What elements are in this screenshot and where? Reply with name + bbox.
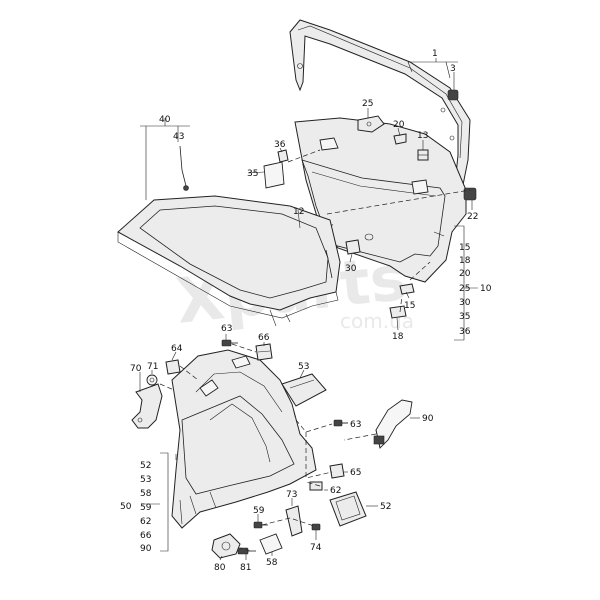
callout-63-top: 63 (221, 324, 232, 334)
callout-13: 13 (417, 131, 428, 141)
callout-65: 65 (350, 468, 361, 478)
strap-90 (373, 399, 413, 449)
callout-90: 90 (422, 414, 434, 424)
group-50-item: 58 (140, 489, 152, 499)
frame-52 (329, 491, 367, 527)
screw-74 (311, 523, 321, 531)
group-50-item: 53 (140, 475, 151, 485)
clip-22 (463, 187, 477, 201)
cap-36 (277, 149, 289, 163)
callout-15: 15 (404, 301, 415, 311)
callout-81: 81 (240, 563, 251, 573)
clip-64 (165, 359, 181, 375)
bolt-81 (237, 547, 256, 555)
group-50-item: 66 (140, 531, 152, 541)
nut-71 (146, 374, 158, 386)
callout-20: 20 (393, 120, 405, 130)
callout-62: 62 (330, 486, 341, 496)
side-trim-panel (171, 349, 317, 529)
group-10-item: 36 (459, 327, 471, 337)
cover-35 (263, 161, 285, 189)
group-50-item: 52 (140, 461, 151, 471)
callout-40: 40 (159, 115, 171, 125)
screw-59 (253, 521, 268, 529)
screw-63-top (221, 339, 238, 347)
callout-36: 36 (274, 140, 286, 150)
callout-63-right: 63 (350, 420, 361, 430)
callout-71: 71 (147, 362, 158, 372)
callout-59: 59 (253, 506, 265, 516)
callout-80: 80 (214, 563, 226, 573)
callout-35: 35 (247, 169, 258, 179)
group-50-ref: 50 (120, 502, 132, 512)
group-50-list: 52 53 58 59 62 66 90 50 (120, 461, 152, 554)
callout-70: 70 (130, 364, 142, 374)
bracket-70 (131, 383, 163, 429)
cap-30 (345, 239, 361, 255)
group-10-item: 15 (459, 243, 470, 253)
group-10-list: 15 18 20 25 30 35 36 10 (459, 243, 492, 337)
callout-25: 25 (362, 99, 373, 109)
bracket-73 (285, 505, 303, 537)
callout-12: 12 (293, 207, 304, 217)
callout-64: 64 (171, 344, 183, 354)
callout-30: 30 (345, 264, 357, 274)
group-10-item: 30 (459, 298, 471, 308)
group-50-item: 90 (140, 544, 152, 554)
clip-3 (447, 89, 459, 101)
hook-80 (211, 533, 241, 559)
callout-18: 18 (392, 332, 404, 342)
parcel-shelf (117, 195, 341, 327)
leader-lines (139, 58, 478, 561)
group-10-item: 18 (459, 256, 471, 266)
clip-18 (389, 305, 407, 319)
cover-53 (281, 373, 327, 407)
callout-3: 3 (450, 64, 456, 74)
callout-52: 52 (380, 502, 391, 512)
bracket-25 (357, 115, 385, 133)
callout-labels: 1 3 25 20 13 36 35 12 22 30 15 18 40 43 … (130, 49, 478, 573)
callout-22: 22 (467, 212, 478, 222)
clip-65 (329, 463, 345, 479)
clip-20 (393, 133, 407, 145)
group-50-item: 62 (140, 517, 151, 527)
group-10-ref: 10 (480, 284, 492, 294)
group-10-item: 20 (459, 269, 471, 279)
clip-66 (255, 343, 273, 361)
callout-1: 1 (432, 49, 438, 59)
callout-74: 74 (310, 543, 322, 553)
clip-15 (399, 283, 415, 295)
cord-43 (179, 145, 333, 279)
callout-66: 66 (258, 333, 270, 343)
callout-43: 43 (173, 132, 184, 142)
group-10-item: 35 (459, 312, 470, 322)
group-10-item: 25 (459, 284, 470, 294)
callout-53: 53 (298, 362, 309, 372)
cap-58 (259, 533, 283, 555)
callout-58: 58 (266, 558, 278, 568)
group-50-item: 59 (140, 503, 152, 513)
clip-13 (417, 149, 429, 161)
clip-62 (309, 481, 323, 491)
callout-73: 73 (286, 490, 297, 500)
